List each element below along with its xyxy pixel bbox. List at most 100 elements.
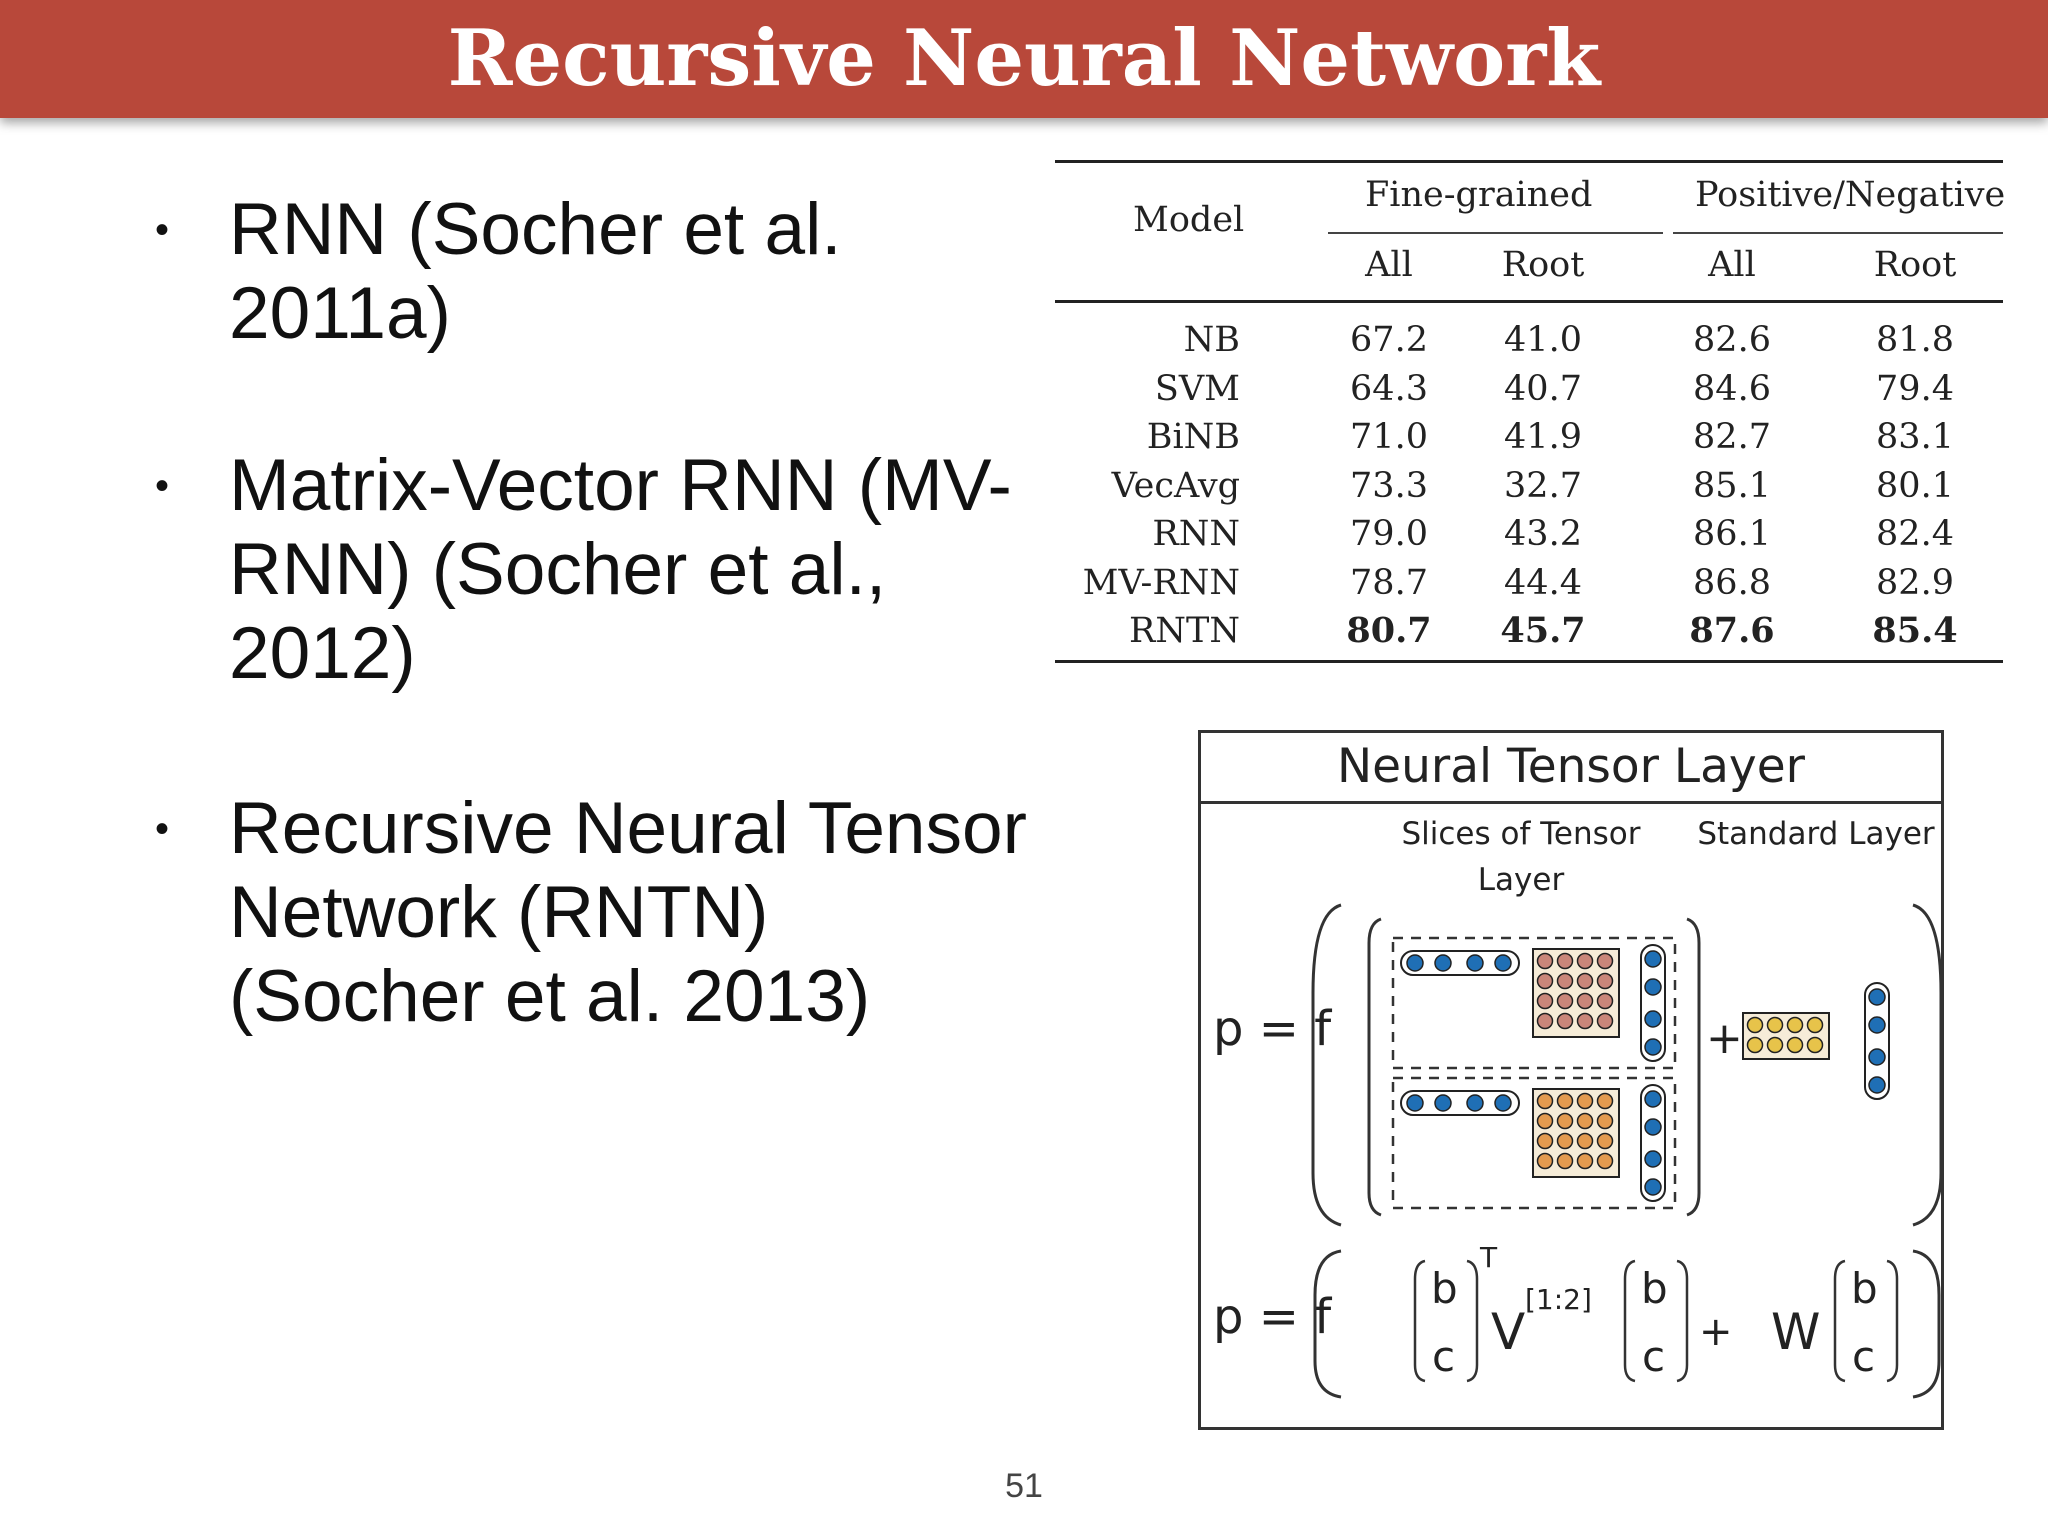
table-cell: 82.4 [1876, 514, 1954, 554]
matrix-node [1536, 1012, 1554, 1030]
row-vector [1400, 950, 1520, 976]
table-cell: 71.0 [1350, 417, 1428, 457]
slice-2-box [1391, 1076, 1677, 1210]
matrix-node [1536, 1092, 1554, 1110]
row-vector-node [1466, 954, 1484, 972]
matrix-node [1576, 952, 1594, 970]
table-cell: 87.6 [1689, 610, 1775, 651]
bullet-marker: • [155, 464, 170, 508]
column-vector-node [1644, 1010, 1662, 1028]
table-cell: 79.0 [1350, 514, 1428, 554]
standard-vector-node [1868, 1048, 1886, 1066]
table-cell: 41.0 [1504, 320, 1582, 360]
matrix-node [1596, 992, 1614, 1010]
bullet-marker: • [155, 807, 170, 851]
table-bottom-rule [1055, 660, 2003, 663]
matrix-node [1536, 972, 1554, 990]
table-cell: 85.1 [1693, 465, 1771, 506]
subheader-root: Root [1873, 245, 1957, 285]
table-row-model: RNN [1152, 514, 1240, 554]
column-vector-node [1644, 1090, 1662, 1108]
row-vector-node [1406, 954, 1424, 972]
table-cell: 81.8 [1876, 320, 1954, 360]
vec1-left-bracket [1413, 1259, 1426, 1383]
matrix-node [1536, 1132, 1554, 1150]
table-cell: 82.6 [1693, 320, 1771, 360]
standard-vector-node [1868, 1016, 1886, 1034]
column-vector-node [1644, 1178, 1662, 1196]
table-cell: 84.6 [1693, 368, 1771, 409]
vec3-b: b [1851, 1264, 1878, 1313]
table-cell: 86.8 [1693, 562, 1771, 603]
matrix-node [1576, 992, 1594, 1010]
matrix-node [1596, 972, 1614, 990]
matrix-node [1536, 1152, 1554, 1170]
right-paren [1912, 903, 1941, 1227]
vec1-b: b [1431, 1264, 1458, 1313]
matrix-node [1596, 1092, 1614, 1110]
row-vector-node [1494, 954, 1512, 972]
left-paren [1311, 903, 1342, 1227]
posneg-underline [1673, 232, 2003, 234]
matrix-node [1576, 1112, 1594, 1130]
row-vector-node [1434, 954, 1452, 972]
caption-slices: Slices of Tensor Layer [1401, 816, 1641, 898]
table-top-rule [1055, 160, 2003, 163]
eq2-lhs: p = f [1213, 1289, 1332, 1345]
matrix-node [1576, 1012, 1594, 1030]
eq2-left-paren [1313, 1249, 1342, 1399]
matrix-node [1576, 972, 1594, 990]
table-row-model: VecAvg [1111, 465, 1240, 506]
standard-column-vector [1864, 982, 1890, 1100]
eq2-plus: + [1699, 1309, 1733, 1355]
bullet-text: Matrix-Vector RNN (MV-RNN) (Socher et al… [229, 445, 1012, 694]
standard-matrix-node [1746, 1036, 1764, 1054]
table-cell: 86.1 [1693, 514, 1771, 554]
vec3-right-bracket [1886, 1259, 1899, 1383]
matrix-node [1556, 1092, 1574, 1110]
figure-title: Neural Tensor Layer [1201, 733, 1941, 804]
table-header-rule [1055, 300, 2003, 303]
vec3-left-bracket [1833, 1259, 1846, 1383]
matrix-node [1596, 1152, 1614, 1170]
standard-matrix-node [1806, 1016, 1824, 1034]
table-cell: 73.3 [1350, 465, 1428, 506]
table-cell: 83.1 [1876, 417, 1954, 457]
column-vector-node [1644, 950, 1662, 968]
subheader-all: All [1708, 245, 1756, 285]
table-cell: 80.1 [1876, 465, 1954, 506]
table-cell: 85.4 [1872, 610, 1958, 651]
standard-matrix-node [1806, 1036, 1824, 1054]
matrix-node [1596, 1132, 1614, 1150]
plus-sign: + [1706, 1013, 1743, 1064]
table-cell: 80.7 [1346, 610, 1432, 651]
bullet-text: RNN (Socher et al. 2011a) [229, 189, 842, 354]
slide-title: Recursive Neural Network [447, 13, 1601, 104]
matrix-node [1596, 1012, 1614, 1030]
column-vector [1640, 944, 1666, 1062]
tensor-superscript: [1:2] [1525, 1283, 1592, 1316]
table-row-model: SVM [1154, 368, 1240, 409]
matrix-node [1556, 992, 1574, 1010]
table-row-model: RNTN [1129, 611, 1240, 651]
header-model: Model [1133, 200, 1245, 240]
row-vector [1400, 1090, 1520, 1116]
standard-matrix-node [1786, 1036, 1804, 1054]
table-cell: 32.7 [1504, 465, 1582, 506]
table-cell: 82.7 [1693, 417, 1771, 457]
matrix-node [1536, 992, 1554, 1010]
matrix-node [1536, 952, 1554, 970]
standard-matrix-node [1786, 1016, 1804, 1034]
table-row-model: MV-RNN [1082, 562, 1240, 603]
matrix-node [1576, 1092, 1594, 1110]
vec1-right-bracket [1466, 1259, 1479, 1383]
bullet-text: Recursive Neural Tensor Network (RNTN) (… [229, 788, 1027, 1037]
vec1-c: c [1432, 1332, 1455, 1381]
results-table: Model Fine-grained Positive/Negative All… [1055, 160, 2005, 665]
eq2-right-paren [1912, 1249, 1941, 1399]
standard-vector-node [1868, 1076, 1886, 1094]
row-vector-node [1466, 1094, 1484, 1112]
tensor-symbol: V [1491, 1303, 1525, 1361]
inner-left-bracket [1367, 917, 1382, 1217]
standard-matrix-node [1766, 1036, 1784, 1054]
